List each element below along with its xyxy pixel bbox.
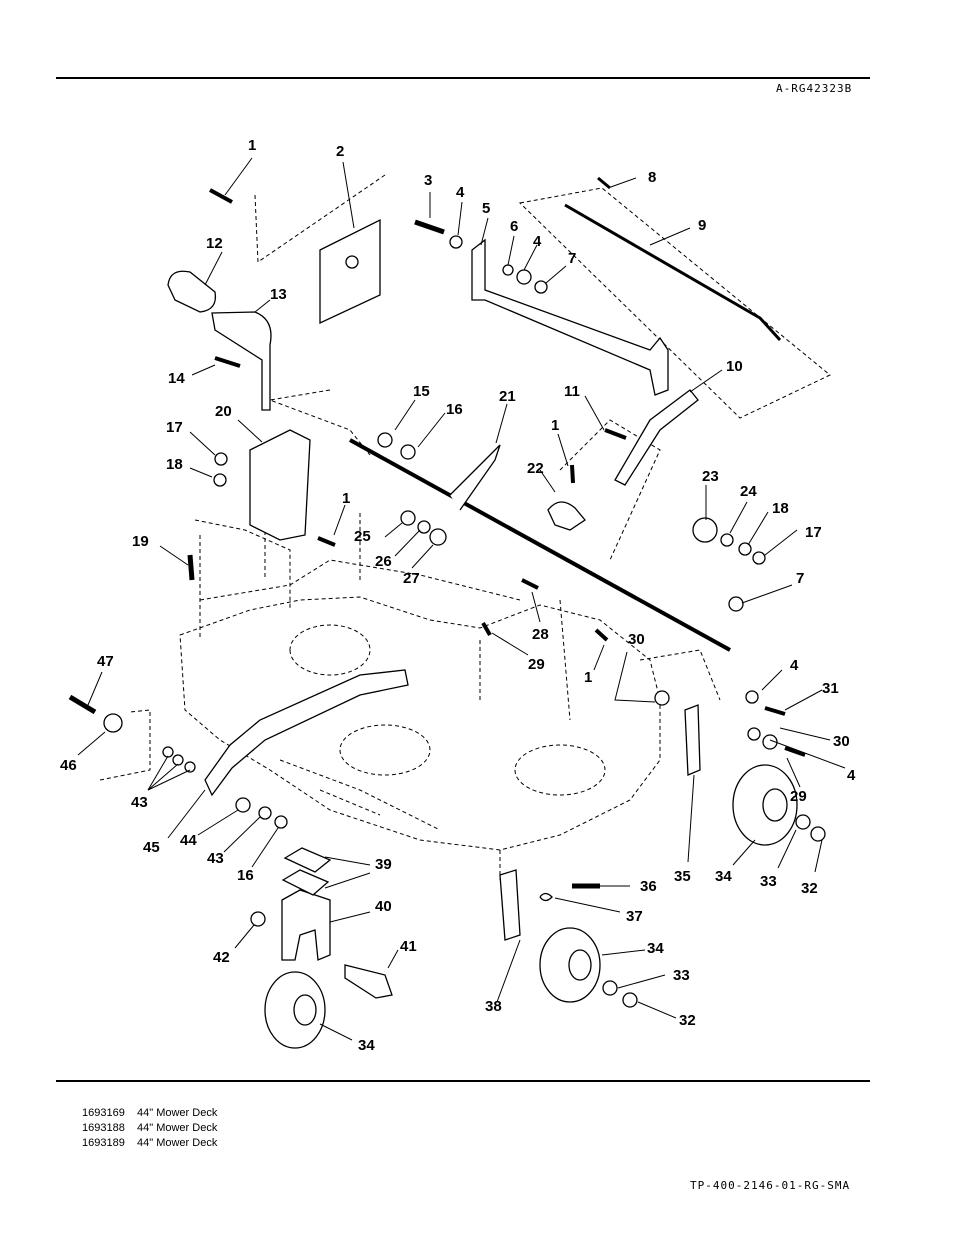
callout-20: 20	[215, 403, 232, 420]
leader-lines	[77, 157, 846, 1041]
callout-16: 16	[446, 401, 463, 418]
callout-7: 7	[568, 250, 576, 267]
top-rule	[56, 77, 870, 79]
callout-1: 1	[342, 490, 350, 507]
callout-23: 23	[702, 468, 719, 485]
model-list: 1693169 44" Mower Deck 1693188 44" Mower D…	[82, 1106, 217, 1151]
callout-33: 33	[673, 967, 690, 984]
bottom-rule	[56, 1080, 870, 1082]
model-description: 44" Mower Deck	[137, 1107, 218, 1119]
callout-34: 34	[647, 940, 664, 957]
model-number: 1693189	[82, 1137, 125, 1149]
callout-3: 3	[424, 172, 432, 189]
model-row: 1693169 44" Mower Deck	[82, 1106, 217, 1121]
callout-4: 4	[533, 233, 542, 250]
callout-31: 31	[822, 680, 839, 697]
model-row: 1693189 44" Mower Deck	[82, 1136, 217, 1151]
callout-39: 39	[375, 856, 392, 873]
callout-labels: 1 2 3 4 5 6 4 7 8 9 12 13 14 10 11 15 16…	[60, 137, 856, 1054]
callout-43: 43	[131, 794, 148, 811]
figure-reference: A-RG42323B	[776, 82, 853, 95]
callout-18: 18	[772, 500, 789, 517]
callout-1: 1	[584, 669, 592, 686]
callout-5: 5	[482, 200, 490, 217]
callout-11: 11	[564, 383, 580, 400]
callout-4: 4	[790, 657, 799, 674]
model-description: 44" Mower Deck	[137, 1122, 218, 1134]
callout-35: 35	[674, 868, 691, 885]
callout-41: 41	[400, 938, 417, 955]
callout-47: 47	[97, 653, 114, 670]
callout-32: 32	[801, 880, 818, 897]
callout-6: 6	[510, 218, 518, 235]
callout-45: 45	[143, 839, 160, 856]
callout-43: 43	[207, 850, 224, 867]
parts	[68, 176, 826, 1049]
callout-29: 29	[528, 656, 545, 673]
model-number: 1693169	[82, 1107, 125, 1119]
callout-17: 17	[166, 419, 183, 436]
callout-21: 21	[499, 388, 516, 405]
callout-46: 46	[60, 757, 77, 774]
model-number: 1693188	[82, 1122, 125, 1134]
callout-17: 17	[805, 524, 822, 541]
callout-33: 33	[760, 873, 777, 890]
callout-8: 8	[648, 169, 656, 186]
callout-22: 22	[527, 460, 544, 477]
callout-30: 30	[628, 631, 645, 648]
callout-42: 42	[213, 949, 230, 966]
callout-26: 26	[375, 553, 392, 570]
callout-9: 9	[698, 217, 706, 234]
callout-10: 10	[726, 358, 743, 375]
callout-18: 18	[166, 456, 183, 473]
callout-4: 4	[456, 184, 465, 201]
callout-28: 28	[532, 626, 549, 643]
callout-2: 2	[336, 143, 344, 160]
callout-1: 1	[551, 417, 559, 434]
callout-14: 14	[168, 370, 185, 387]
callout-30: 30	[833, 733, 850, 750]
callout-19: 19	[132, 533, 149, 550]
callout-32: 32	[679, 1012, 696, 1029]
callout-27: 27	[403, 570, 420, 587]
callout-15: 15	[413, 383, 430, 400]
callout-34: 34	[715, 868, 732, 885]
callout-40: 40	[375, 898, 392, 915]
model-row: 1693188 44" Mower Deck	[82, 1121, 217, 1136]
callout-37: 37	[626, 908, 643, 925]
model-description: 44" Mower Deck	[137, 1137, 218, 1149]
callout-1: 1	[248, 137, 256, 154]
callout-38: 38	[485, 998, 502, 1015]
callout-24: 24	[740, 483, 757, 500]
callout-13: 13	[270, 286, 287, 303]
callout-25: 25	[354, 528, 371, 545]
callout-44: 44	[180, 832, 197, 849]
callout-4: 4	[847, 767, 856, 784]
callout-16: 16	[237, 867, 254, 884]
callout-34: 34	[358, 1037, 375, 1054]
callout-12: 12	[206, 235, 223, 252]
callout-36: 36	[640, 878, 657, 895]
callout-7: 7	[796, 570, 804, 587]
document-reference: TP-400-2146-01-RG-SMA	[690, 1179, 851, 1192]
callout-29: 29	[790, 788, 807, 805]
